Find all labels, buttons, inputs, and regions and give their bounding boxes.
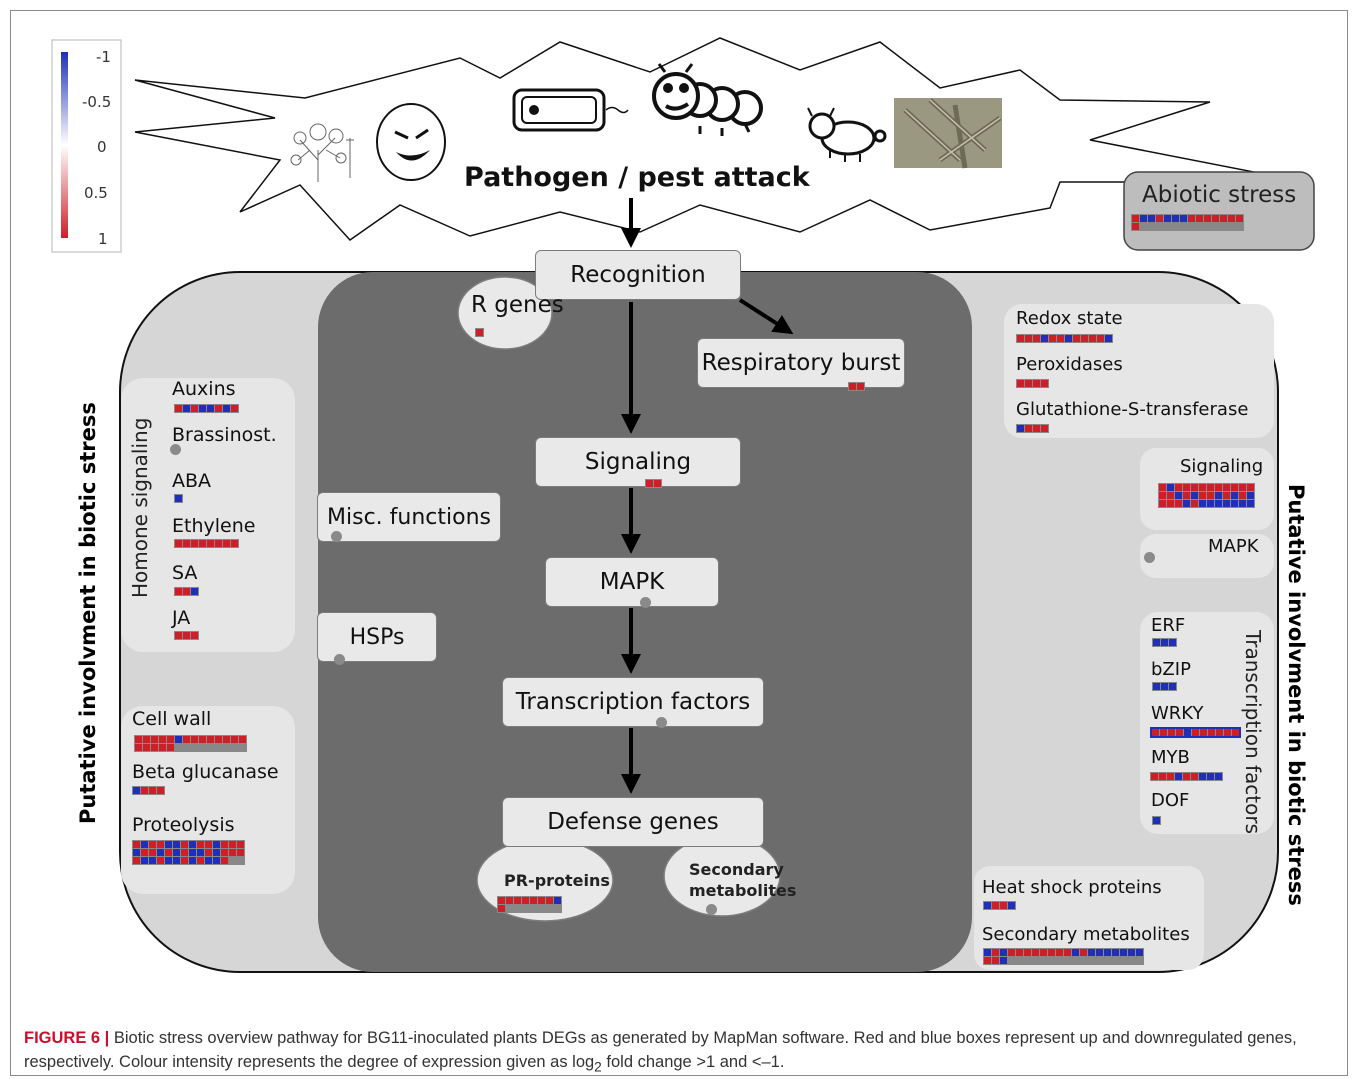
hsps-box: HSPs <box>317 612 437 662</box>
auxins-cells <box>174 404 239 413</box>
right-signaling-label: Signaling <box>1180 456 1264 477</box>
bzip-cells <box>1152 682 1177 691</box>
redox-cells <box>1016 334 1113 343</box>
sa-label: SA <box>172 562 198 584</box>
legend-tick-4: 0.5 <box>84 184 108 202</box>
myb-cells <box>1150 772 1223 781</box>
bzip-label: bZIP <box>1151 659 1191 680</box>
right-mapk-dot <box>1144 552 1155 563</box>
secondary-label-2: metabolites <box>689 881 797 900</box>
secondary-label-1: Secondary <box>689 860 784 879</box>
gst-label: Glutathione-S-transferase <box>1016 399 1249 420</box>
gst-cells <box>1016 424 1049 433</box>
legend-tick-1: -1 <box>96 48 111 66</box>
hormone-signaling-label: Homone signaling <box>128 417 152 598</box>
myb-label: MYB <box>1151 747 1190 768</box>
redox-label: Redox state <box>1016 308 1123 329</box>
auxins-label: Auxins <box>172 378 236 400</box>
misc-functions-box: Misc. functions <box>317 492 501 542</box>
caption-label: FIGURE 6 | <box>24 1029 110 1047</box>
beta-glucanase-label: Beta glucanase <box>132 761 279 783</box>
nematode-icon <box>807 107 887 162</box>
figure-caption: FIGURE 6 | Biotic stress overview pathwa… <box>24 1026 1334 1079</box>
mapk-box: MAPK <box>545 557 719 607</box>
r-genes-label: R genes <box>471 292 564 318</box>
wrky-cells <box>1150 727 1241 738</box>
abiotic-label: Abiotic stress <box>1142 182 1297 208</box>
hsps-dot <box>334 654 345 665</box>
virus-icon <box>372 100 456 184</box>
figure-frame <box>10 10 1348 1076</box>
secondary-dot <box>706 904 717 915</box>
signaling-box: Signaling <box>535 437 741 487</box>
brassinost-dot <box>170 444 181 455</box>
caption-text-2: fold change >1 and <–1. <box>601 1053 785 1071</box>
hormone-panel <box>121 378 295 652</box>
hsp-label: Heat shock proteins <box>982 877 1162 898</box>
ja-cells <box>174 631 199 640</box>
sa-cells <box>174 587 199 596</box>
cell-wall-label: Cell wall <box>132 708 212 730</box>
ja-label: JA <box>172 607 191 629</box>
caption-text-1: Biotic stress overview pathway for BG11-… <box>24 1029 1297 1071</box>
dof-cells <box>1152 816 1161 825</box>
side-label-left: Putative involvment in biotic stress <box>76 402 100 824</box>
proteolysis-label: Proteolysis <box>132 814 235 836</box>
respiratory-burst-box: Respiratory burst <box>697 338 905 388</box>
misc-dot <box>331 531 342 542</box>
mapk-dot <box>640 597 651 608</box>
fungus-micrograph <box>894 98 1002 169</box>
ethylene-label: Ethylene <box>172 515 256 537</box>
peroxidases-label: Peroxidases <box>1016 354 1123 375</box>
peroxidases-cells <box>1016 379 1049 388</box>
legend-tick-3: 0 <box>97 138 107 156</box>
transcription-factors-box: Transcription factors <box>502 677 764 727</box>
side-label-right: Putative involvment in biotic stress <box>1284 484 1308 906</box>
respiratory-cells <box>848 382 865 391</box>
cell-wall-cells <box>134 735 247 752</box>
secmet-cells <box>983 948 1144 965</box>
erf-label: ERF <box>1151 615 1186 636</box>
caterpillar-icon <box>652 63 763 136</box>
arrow-recognition-burst <box>738 298 794 335</box>
legend-tick-5: 1 <box>98 230 108 248</box>
right-signaling-cells <box>1158 483 1255 508</box>
mapk-panel <box>1140 534 1274 578</box>
hsp-panel <box>974 866 1204 970</box>
right-mapk-label: MAPK <box>1208 536 1259 557</box>
erf-cells <box>1152 638 1177 647</box>
tf-side-label: Transcription factors <box>1241 630 1265 835</box>
brassinost-label: Brassinost. <box>172 424 277 446</box>
ethylene-cells <box>174 539 239 548</box>
beta-glucanase-cells <box>132 786 165 795</box>
recognition-box: Recognition <box>535 250 741 300</box>
inner-region <box>318 272 972 972</box>
pathogen-title: Pathogen / pest attack <box>464 162 810 193</box>
hsp-cells <box>983 901 1016 910</box>
pr-proteins-label: PR-proteins <box>504 871 610 890</box>
defense-genes-box: Defense genes <box>502 797 764 847</box>
plant-icon <box>290 123 354 182</box>
abiotic-cells <box>1131 214 1244 231</box>
secmet-label: Secondary metabolites <box>982 924 1190 945</box>
signaling-cells <box>645 479 662 488</box>
caption-subscript: 2 <box>594 1059 602 1075</box>
dof-label: DOF <box>1151 790 1190 811</box>
aba-cells <box>174 494 183 503</box>
wrky-label: WRKY <box>1151 703 1204 724</box>
legend-tick-2: -0.5 <box>82 93 112 111</box>
pr-proteins-cells <box>497 896 562 913</box>
aba-label: ABA <box>172 470 212 492</box>
proteolysis-cells <box>132 840 245 865</box>
r-genes-cells <box>475 328 484 337</box>
tf-dot <box>656 717 667 728</box>
legend-color-bar <box>61 52 68 238</box>
bacterium-icon <box>512 88 629 132</box>
